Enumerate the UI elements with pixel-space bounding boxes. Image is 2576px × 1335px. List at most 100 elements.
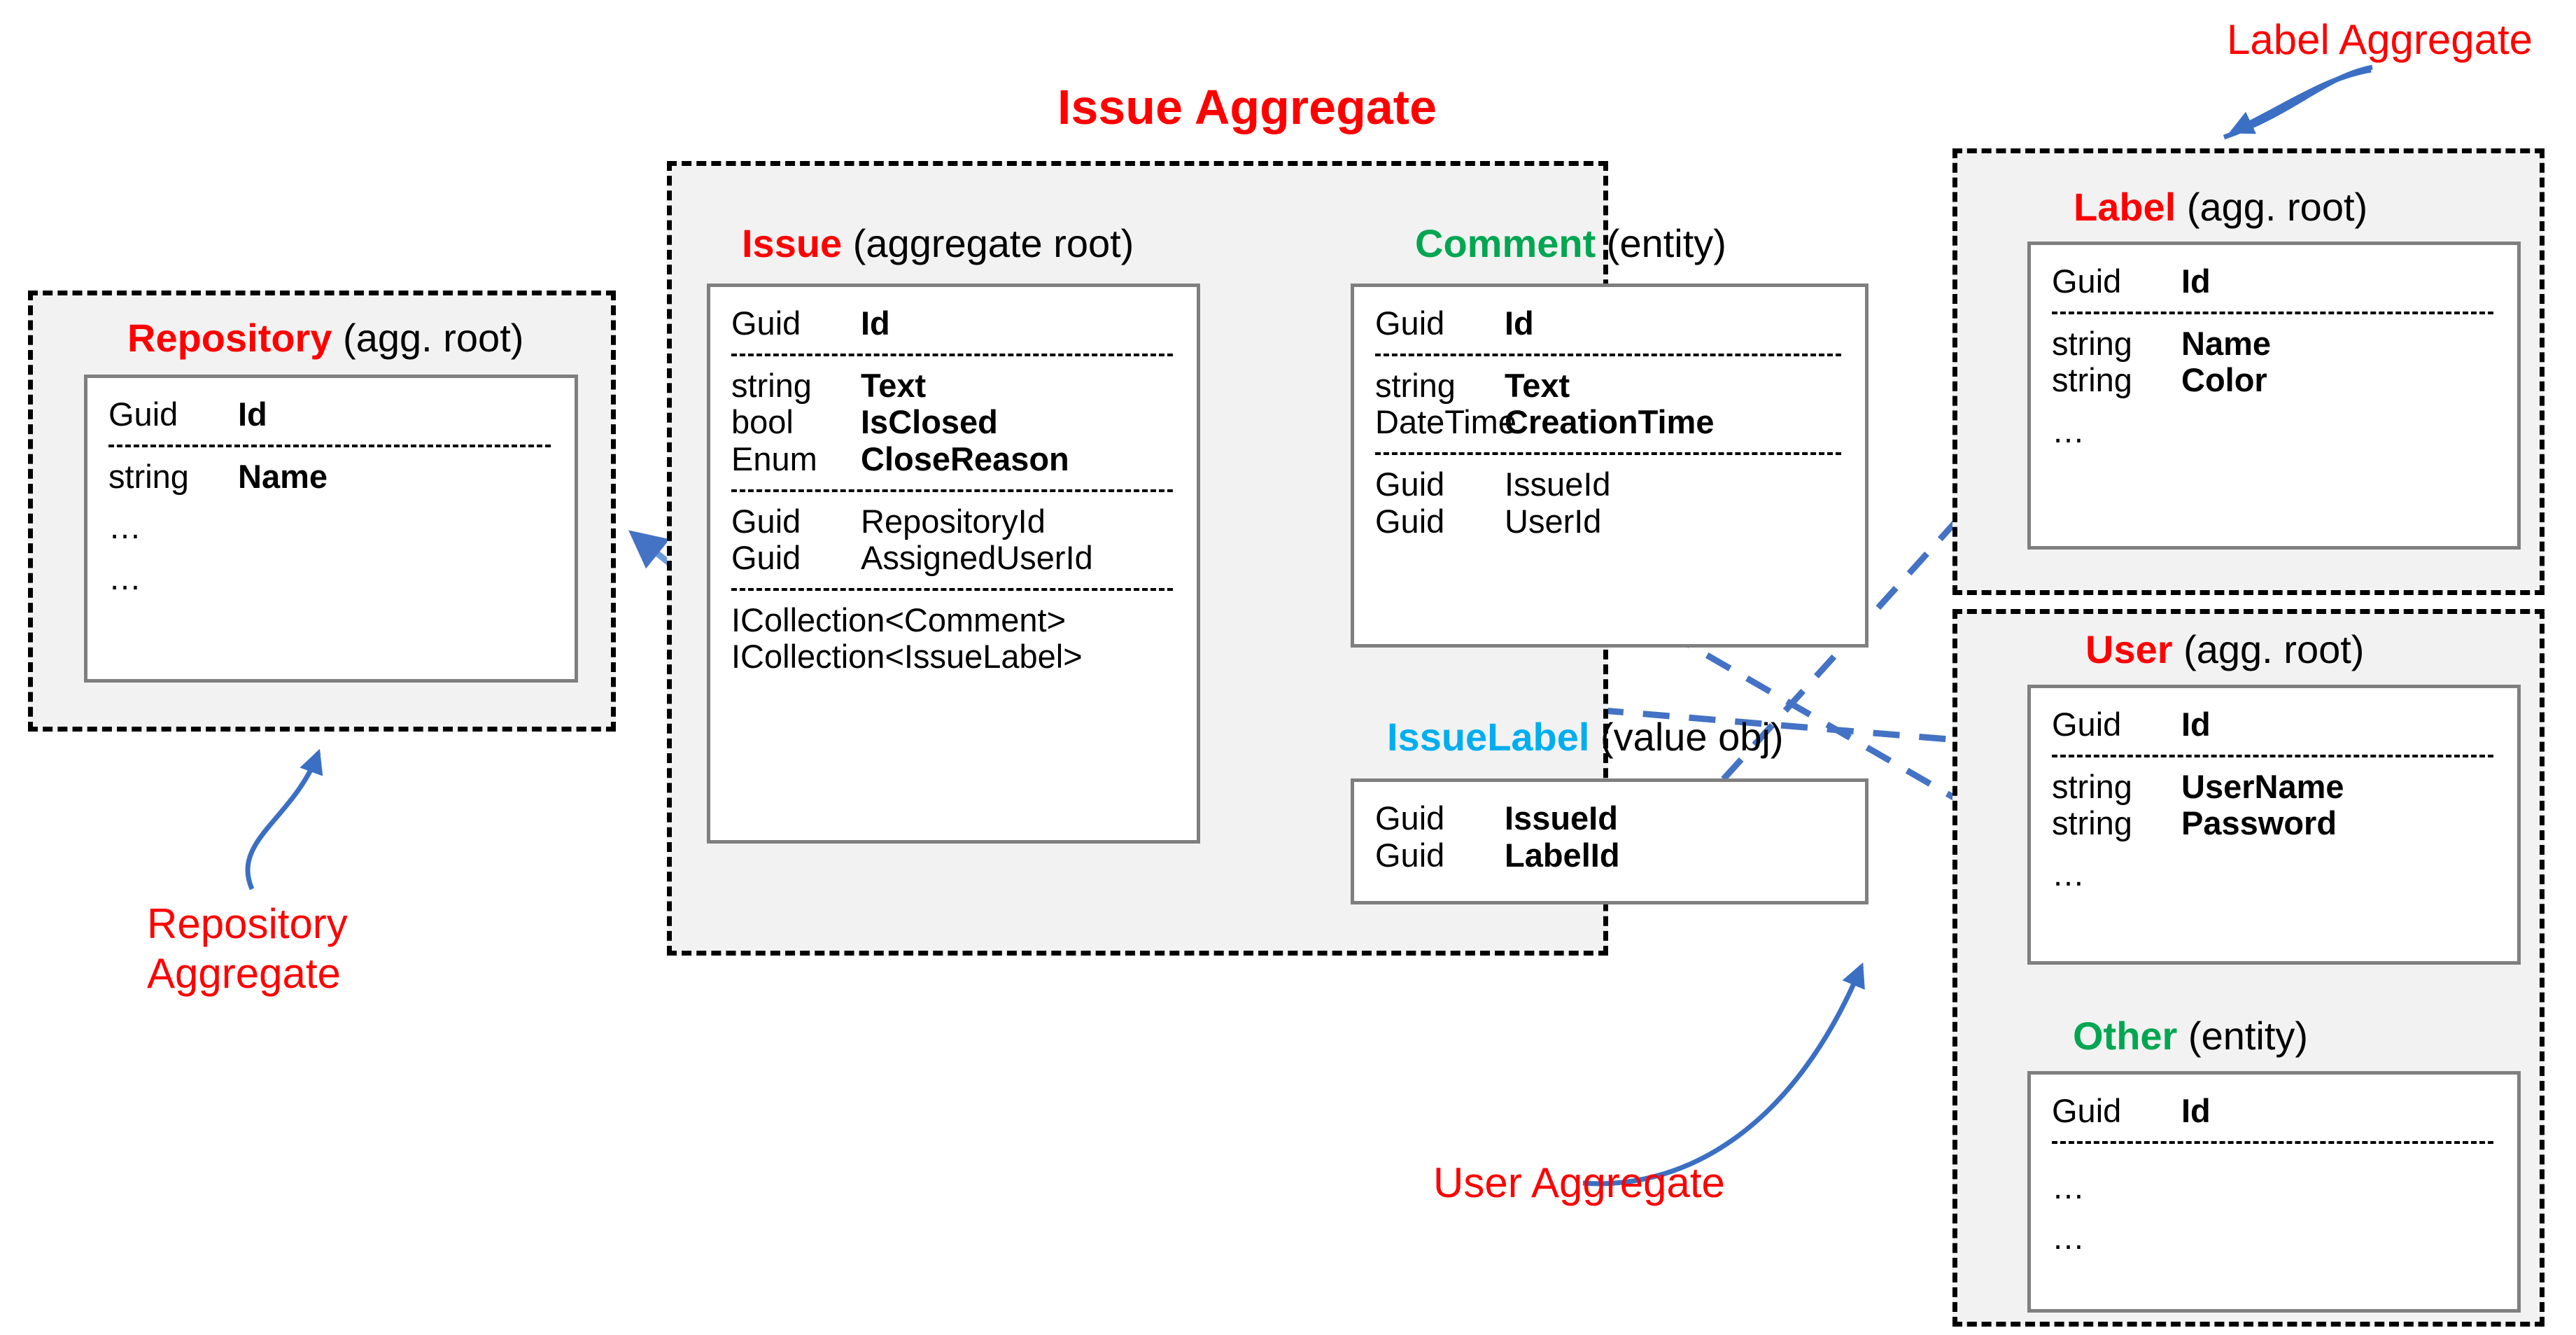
entity-kind-repository: (agg. root) xyxy=(332,316,524,360)
attribute-separator xyxy=(108,444,551,447)
attribute-row: string Name xyxy=(2052,324,2496,363)
entity-title-other: Other (entity) xyxy=(2073,1016,2308,1056)
entity-name-repository: Repository xyxy=(127,316,332,360)
attribute-name: IssueId xyxy=(1505,465,1611,503)
attribute-row: string Password xyxy=(2052,805,2496,842)
entity-card-repository: Guid Id string Name … … xyxy=(84,375,578,683)
entity-name-label: Label xyxy=(2074,185,2176,229)
attribute-name: Id xyxy=(2181,1092,2211,1129)
callout-label-aggregate: Label Aggregate xyxy=(2227,16,2533,63)
attribute-type: … xyxy=(108,508,143,546)
entity-name-issuelabel: IssueLabel xyxy=(1387,715,1590,759)
attribute-name: ICollection<Comment> xyxy=(731,601,1067,638)
attribute-name: IsClosed xyxy=(861,403,998,441)
attribute-name: Id xyxy=(2181,263,2211,300)
attribute-type: Guid xyxy=(1375,799,1445,837)
attribute-row: Guid IssueId xyxy=(1375,466,1844,503)
attribute-name: UserName xyxy=(2181,767,2344,805)
attribute-row: Guid Id xyxy=(731,305,1176,342)
attribute-type: bool xyxy=(731,403,794,441)
entity-title-user: User (agg. root) xyxy=(2085,630,2364,669)
attribute-type: Guid xyxy=(108,396,178,433)
attribute-type: Guid xyxy=(2052,706,2122,743)
entity-kind-comment: (entity) xyxy=(1596,221,1726,265)
attribute-row-ellipsis: … xyxy=(108,559,554,597)
attribute-type: string xyxy=(731,366,812,404)
attribute-type: … xyxy=(2052,412,2086,449)
attribute-type: string xyxy=(2052,324,2132,362)
attribute-type: … xyxy=(108,559,143,596)
attribute-name: LabelId xyxy=(1505,836,1620,874)
attribute-row: Guid IssueId xyxy=(1375,799,1844,837)
attribute-name: Id xyxy=(2181,706,2211,743)
entity-name-other: Other xyxy=(2073,1014,2178,1058)
attribute-type: … xyxy=(2052,1219,2086,1257)
attribute-row: Guid UserId xyxy=(1375,503,1844,540)
section-title-issue-aggregate: Issue Aggregate xyxy=(1057,80,1437,134)
attribute-row: string Text xyxy=(731,366,1176,405)
entity-card-label: Guid Id string Name string Color … xyxy=(2027,242,2521,550)
entity-name-comment: Comment xyxy=(1415,221,1596,265)
attribute-row-collection: ICollection<Comment> xyxy=(731,601,1176,639)
attribute-row: string UserName xyxy=(2052,767,2496,806)
callout-curve-user xyxy=(1582,962,1865,1187)
attribute-name: Id xyxy=(1505,305,1534,342)
attribute-type: Guid xyxy=(1375,305,1445,342)
attribute-name: Id xyxy=(861,305,890,342)
attribute-separator xyxy=(1375,353,1841,356)
attribute-row: string Text xyxy=(1375,366,1844,405)
attribute-name: UserId xyxy=(1505,502,1602,540)
entity-card-other: Guid Id … … xyxy=(2027,1071,2521,1313)
entity-card-issuelabel: Guid IssueId Guid LabelId xyxy=(1351,778,1868,904)
callout-repository-aggregate: Repository Aggregate xyxy=(147,900,348,997)
entity-kind-user: (agg. root) xyxy=(2172,627,2365,671)
attribute-row: Guid Id xyxy=(1375,305,1844,342)
attribute-row-ellipsis: … xyxy=(2052,855,2496,893)
attribute-row-collection: ICollection<IssueLabel> xyxy=(731,638,1176,676)
attribute-type: … xyxy=(2052,1168,2086,1205)
attribute-type: Guid xyxy=(1375,836,1445,874)
attribute-row-ellipsis: … xyxy=(108,509,554,546)
entity-title-issuelabel: IssueLabel (value obj) xyxy=(1387,718,1784,757)
attribute-name: Text xyxy=(1505,366,1570,404)
attribute-row: Guid Id xyxy=(2052,706,2496,743)
attribute-row-ellipsis: … xyxy=(2052,1168,2496,1206)
attribute-row: Guid Id xyxy=(108,396,554,433)
attribute-type: string xyxy=(2052,804,2132,842)
attribute-type: Guid xyxy=(2052,1092,2122,1129)
entity-title-label: Label (agg. root) xyxy=(2074,188,2367,227)
callout-user-aggregate: User Aggregate xyxy=(1433,1159,1725,1206)
attribute-type: string xyxy=(2052,361,2132,399)
attribute-name: Id xyxy=(238,396,267,433)
attribute-name: CreationTime xyxy=(1505,403,1715,441)
attribute-type: string xyxy=(1375,366,1456,404)
attribute-separator xyxy=(2052,311,2493,314)
entity-card-issue: Guid Id string Text bool IsClosed Enum C… xyxy=(707,284,1200,844)
attribute-row: Guid RepositoryId xyxy=(731,503,1176,540)
entity-card-comment: Guid Id string Text DateTime CreationTim… xyxy=(1351,284,1868,648)
attribute-separator xyxy=(731,353,1173,356)
attribute-row: DateTime CreationTime xyxy=(1375,404,1844,441)
attribute-row: Enum CloseReason xyxy=(731,440,1176,478)
attribute-separator xyxy=(1375,452,1841,455)
entity-title-comment: Comment (entity) xyxy=(1415,224,1726,263)
attribute-separator xyxy=(731,587,1173,591)
attribute-row: Guid Id xyxy=(2052,1092,2496,1130)
attribute-row: Guid LabelId xyxy=(1375,837,1844,874)
attribute-name: IssueId xyxy=(1505,799,1618,837)
attribute-type: DateTime xyxy=(1375,403,1516,441)
entity-kind-label: (agg. root) xyxy=(2176,185,2368,229)
attribute-row: bool IsClosed xyxy=(731,404,1176,441)
attribute-type: Guid xyxy=(731,305,801,342)
attribute-row: Guid AssignedUserId xyxy=(731,539,1176,577)
entity-kind-issuelabel: (value obj) xyxy=(1589,715,1784,759)
attribute-type: Guid xyxy=(2052,263,2122,300)
entity-kind-other: (entity) xyxy=(2177,1014,2309,1058)
attribute-separator xyxy=(731,489,1173,492)
attribute-separator xyxy=(2052,754,2493,757)
callout-curve-repository xyxy=(245,748,323,890)
attribute-row-ellipsis: … xyxy=(2052,412,2496,450)
attribute-row-ellipsis: … xyxy=(2052,1219,2496,1257)
attribute-type: … xyxy=(2052,855,2086,893)
